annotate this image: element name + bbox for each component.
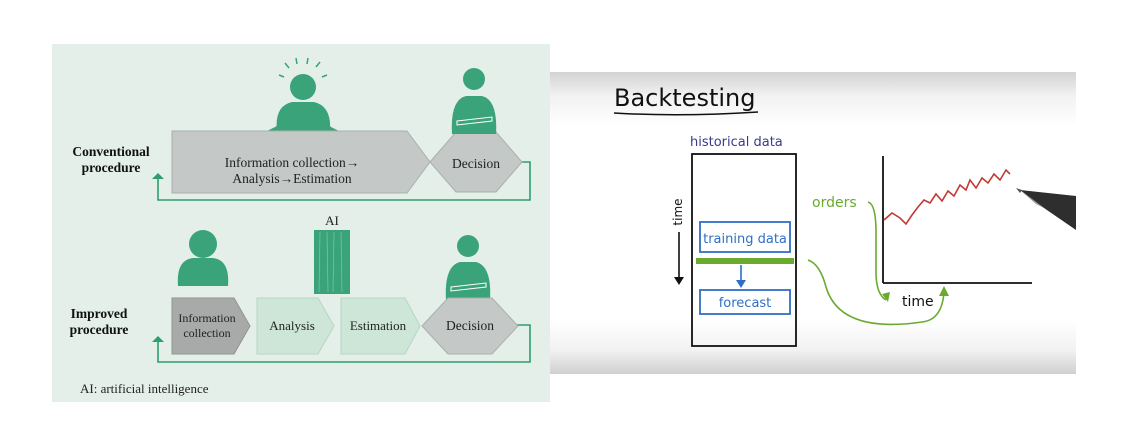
backtest-arrowhead xyxy=(939,286,949,296)
decision-maker-icon xyxy=(451,68,497,134)
backtesting-sketch-svg: Backtesting historical data time trainin… xyxy=(613,84,1076,347)
orders-arrowhead xyxy=(882,292,890,302)
historical-data-label: historical data xyxy=(690,135,783,150)
estimation-label: Estimation xyxy=(350,318,407,333)
improved-decision-box xyxy=(421,297,519,355)
ai-label: AI xyxy=(325,213,339,228)
ai-footnote: AI: artificial intelligence xyxy=(80,381,209,396)
title-underline xyxy=(613,111,759,116)
information-collection-box xyxy=(171,297,251,355)
information-collection-line1: Information xyxy=(178,311,235,325)
conventional-label-line1: Conventional xyxy=(72,144,150,159)
information-collector-icon xyxy=(177,230,229,286)
improved-decision-maker-arms-icon xyxy=(450,282,487,292)
analysis-box xyxy=(256,297,335,355)
conventional-process-line1: Information collection→ xyxy=(225,155,360,170)
conventional-decision-label: Decision xyxy=(452,156,500,171)
pen-icon xyxy=(1016,188,1076,230)
thought-lines-icon xyxy=(278,57,328,78)
conventional-feedback-arrowhead xyxy=(152,173,164,179)
time-axis-label: time xyxy=(902,294,934,310)
analysis-label: Analysis xyxy=(269,318,315,333)
estimation-box xyxy=(340,297,421,355)
training-data-box xyxy=(699,221,791,253)
improved-label-line2: procedure xyxy=(70,322,129,337)
price-line xyxy=(883,168,1011,226)
orders-label: orders xyxy=(812,195,857,211)
improved-feedback-loop xyxy=(157,324,531,363)
improved-decision-maker-icon xyxy=(445,235,491,300)
conventional-process-box xyxy=(171,130,431,194)
backtest-arrow xyxy=(807,259,945,326)
forecast-arrowhead xyxy=(736,280,746,288)
forecast-label: forecast xyxy=(719,296,772,311)
conventional-feedback-loop xyxy=(157,161,531,201)
procedure-diagram: Information collection→ Analysis→Estimat… xyxy=(52,44,550,402)
split-line xyxy=(696,258,794,264)
decision-maker-arms-icon xyxy=(456,116,493,126)
time-down-arrowhead xyxy=(674,277,684,285)
forecast-box xyxy=(699,289,791,315)
backtesting-sketch: Backtesting historical data time trainin… xyxy=(550,72,1076,374)
ai-icon-texture xyxy=(318,231,343,293)
improved-decision-label: Decision xyxy=(446,318,494,333)
improved-label-line1: Improved xyxy=(71,306,128,321)
information-collection-line2: collection xyxy=(183,326,230,340)
conventional-process-line2: Analysis→Estimation xyxy=(232,171,351,186)
procedure-diagram-svg: Information collection→ Analysis→Estimat… xyxy=(70,57,531,396)
conventional-label-line2: procedure xyxy=(82,160,141,175)
orders-arrow xyxy=(867,201,887,301)
historical-data-column xyxy=(691,153,797,347)
time-vertical-label: time xyxy=(671,198,685,225)
backtesting-title: Backtesting xyxy=(614,84,755,112)
improved-feedback-arrowhead xyxy=(152,336,164,342)
training-data-label: training data xyxy=(703,232,787,247)
